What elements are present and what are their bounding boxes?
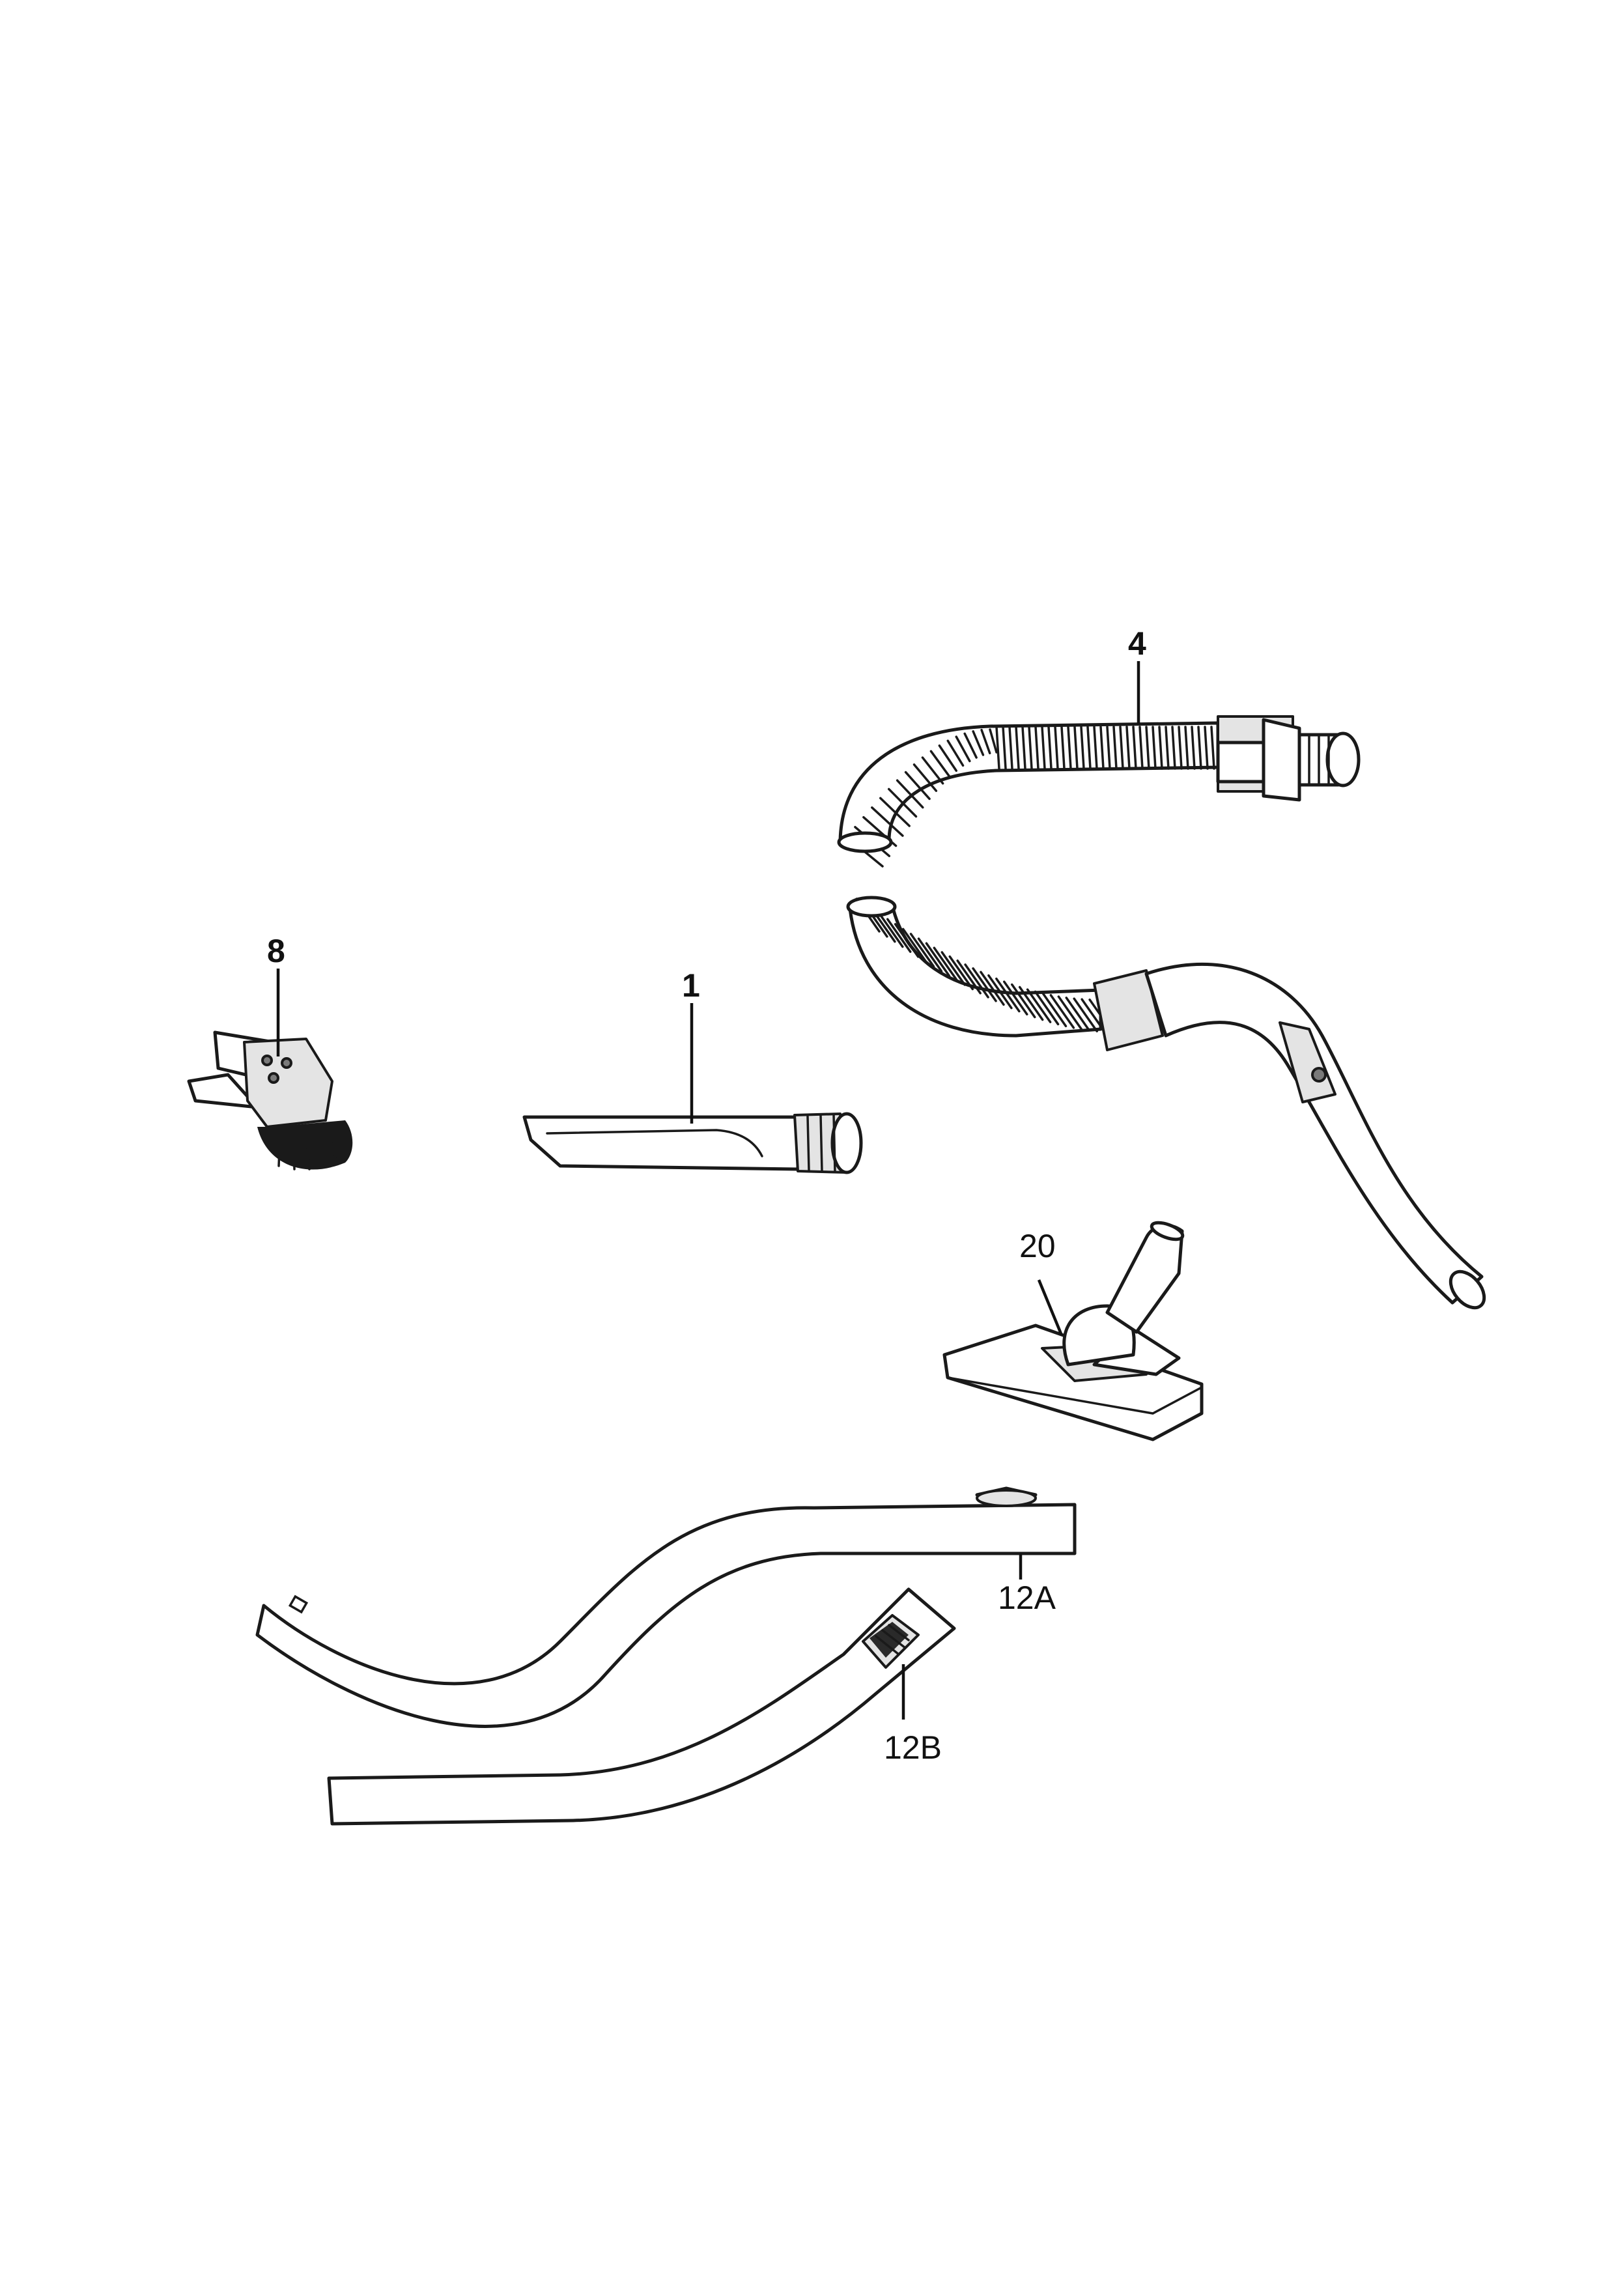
- part-label-12a: 12A: [998, 1580, 1056, 1616]
- dusting-brush-illustration: [187, 1030, 353, 1170]
- wand-upper-illustration: [255, 1486, 1077, 1728]
- part-label-20: 20: [1019, 1228, 1056, 1264]
- floor-nozzle-illustration: [942, 1221, 1204, 1441]
- leader-line-20: [1037, 1279, 1064, 1336]
- wand-lower-illustration: [327, 1587, 956, 1826]
- part-label-1: 1: [682, 967, 700, 1004]
- part-label-8: 8: [267, 933, 285, 969]
- hose-upper-illustration: [837, 715, 1361, 868]
- crevice-nozzle-illustration: [522, 1112, 863, 1174]
- leader-lines: [276, 661, 1140, 1720]
- part-label-4: 4: [1128, 625, 1146, 662]
- hose-lower-illustration: [846, 896, 1486, 1310]
- part-labels: 4 8 1 20 12A 12B: [267, 625, 1146, 1766]
- part-label-12b: 12B: [884, 1729, 942, 1766]
